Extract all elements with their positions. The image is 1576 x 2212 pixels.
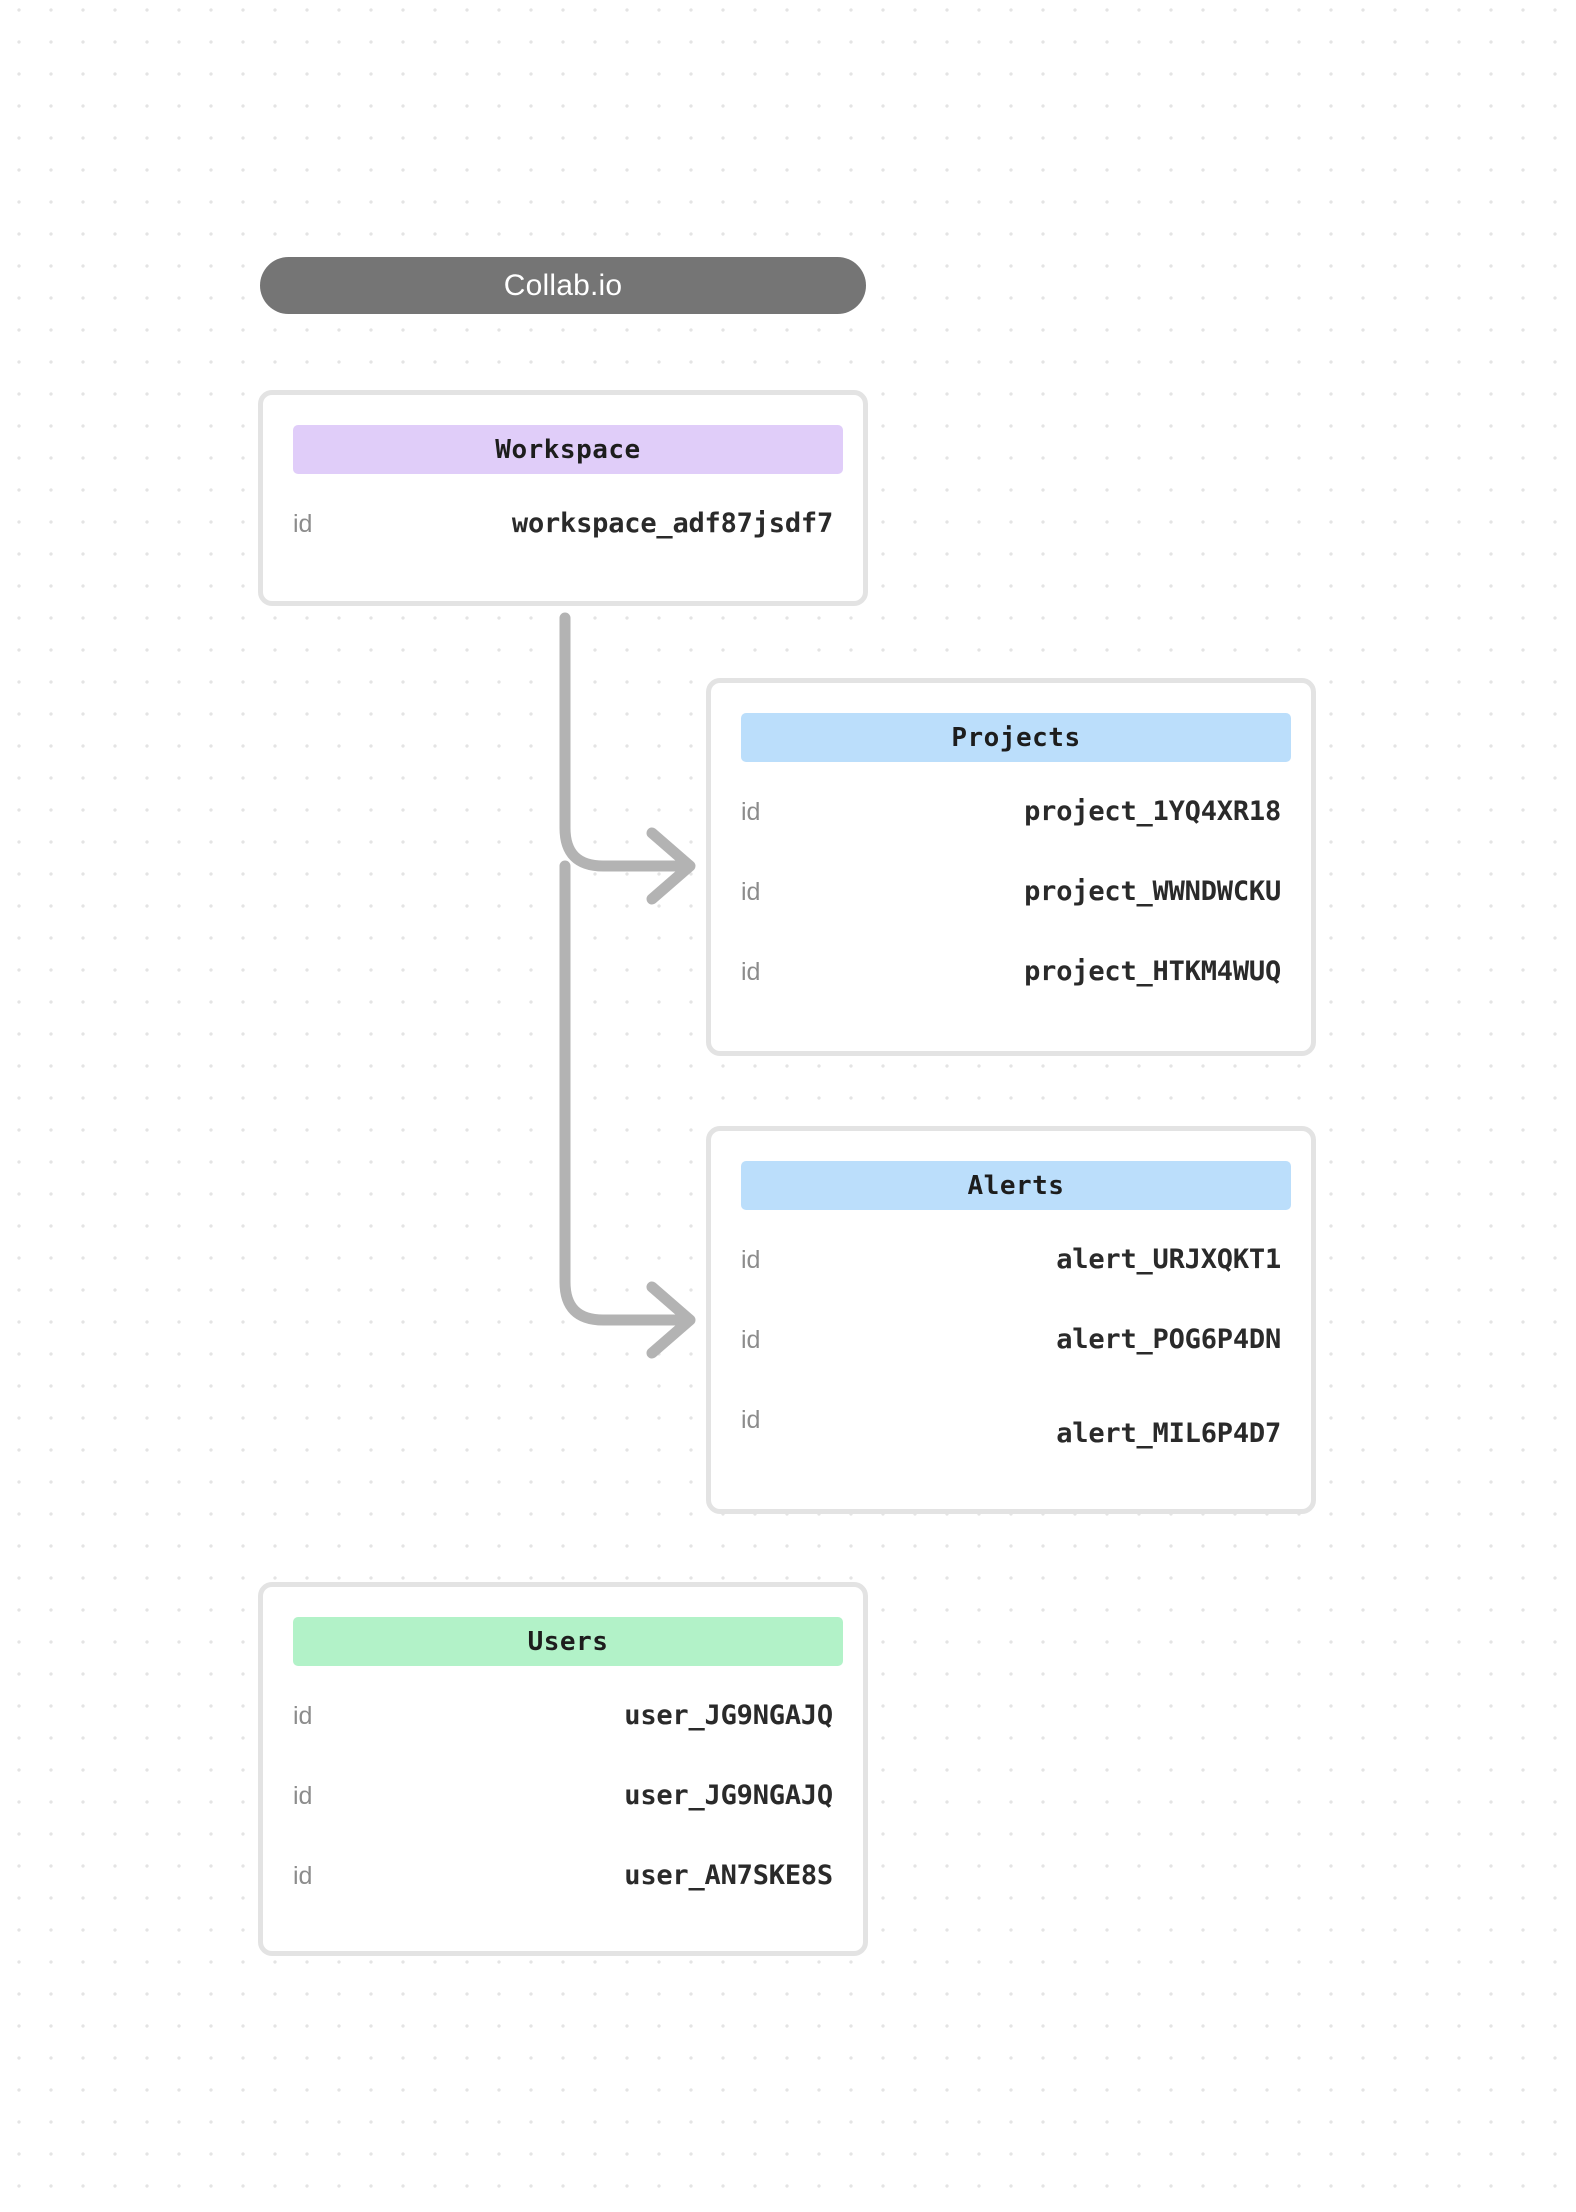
row-label: id [293, 510, 313, 538]
entity-rows-workspace: id workspace_adf87jsdf7 [263, 504, 863, 584]
entity-title-workspace: Workspace [495, 434, 641, 465]
row-label: id [293, 1862, 313, 1890]
entity-title-projects: Projects [951, 722, 1081, 753]
diagram-title-pill: Collab.io [260, 257, 866, 314]
entity-header-workspace: Workspace [293, 425, 843, 474]
table-row[interactable]: id project_WWNDWCKU [711, 872, 1311, 952]
table-row[interactable]: id project_HTKM4WUQ [711, 952, 1311, 1032]
row-label: id [741, 958, 761, 986]
table-row[interactable]: id user_JG9NGAJQ [263, 1776, 863, 1856]
row-label: id [741, 1406, 761, 1434]
row-value: alert_POG6P4DN [1056, 1324, 1281, 1355]
row-label: id [293, 1782, 313, 1810]
table-row[interactable]: id alert_MIL6P4D7 [711, 1400, 1311, 1480]
entity-title-users: Users [527, 1626, 609, 1657]
entity-header-projects: Projects [741, 713, 1291, 762]
diagram-title: Collab.io [503, 268, 623, 302]
table-row[interactable]: id alert_POG6P4DN [711, 1320, 1311, 1400]
entity-card-alerts[interactable]: Alerts id alert_URJXQKT1 id alert_POG6P4… [706, 1126, 1316, 1514]
row-value: project_WWNDWCKU [1024, 876, 1281, 907]
table-row[interactable]: id user_JG9NGAJQ [263, 1696, 863, 1776]
arrowhead-projects [646, 827, 696, 905]
table-row[interactable]: id alert_URJXQKT1 [711, 1240, 1311, 1320]
entity-rows-projects: id project_1YQ4XR18 id project_WWNDWCKU … [711, 792, 1311, 1032]
table-row[interactable]: id project_1YQ4XR18 [711, 792, 1311, 872]
connector-workspace-to-alerts [559, 860, 694, 1326]
row-value: user_JG9NGAJQ [624, 1780, 833, 1811]
row-value: alert_MIL6P4D7 [1056, 1418, 1281, 1449]
entity-rows-users: id user_JG9NGAJQ id user_JG9NGAJQ id use… [263, 1696, 863, 1936]
entity-header-alerts: Alerts [741, 1161, 1291, 1210]
connector-workspace-to-projects [559, 612, 694, 872]
row-value: workspace_adf87jsdf7 [511, 508, 833, 539]
row-value: alert_URJXQKT1 [1056, 1244, 1281, 1275]
entity-card-users[interactable]: Users id user_JG9NGAJQ id user_JG9NGAJQ … [258, 1582, 868, 1956]
row-value: user_AN7SKE8S [624, 1860, 833, 1891]
row-value: project_1YQ4XR18 [1024, 796, 1281, 827]
entity-rows-alerts: id alert_URJXQKT1 id alert_POG6P4DN id a… [711, 1240, 1311, 1480]
row-label: id [741, 798, 761, 826]
entity-card-workspace[interactable]: Workspace id workspace_adf87jsdf7 [258, 390, 868, 606]
entity-card-projects[interactable]: Projects id project_1YQ4XR18 id project_… [706, 678, 1316, 1056]
entity-title-alerts: Alerts [967, 1170, 1065, 1201]
row-label: id [741, 1326, 761, 1354]
row-label: id [741, 1246, 761, 1274]
row-label: id [293, 1702, 313, 1730]
table-row[interactable]: id workspace_adf87jsdf7 [263, 504, 863, 584]
row-value: project_HTKM4WUQ [1024, 956, 1281, 987]
entity-header-users: Users [293, 1617, 843, 1666]
row-label: id [741, 878, 761, 906]
table-row[interactable]: id user_AN7SKE8S [263, 1856, 863, 1936]
row-value: user_JG9NGAJQ [624, 1700, 833, 1731]
arrowhead-alerts [646, 1281, 696, 1359]
